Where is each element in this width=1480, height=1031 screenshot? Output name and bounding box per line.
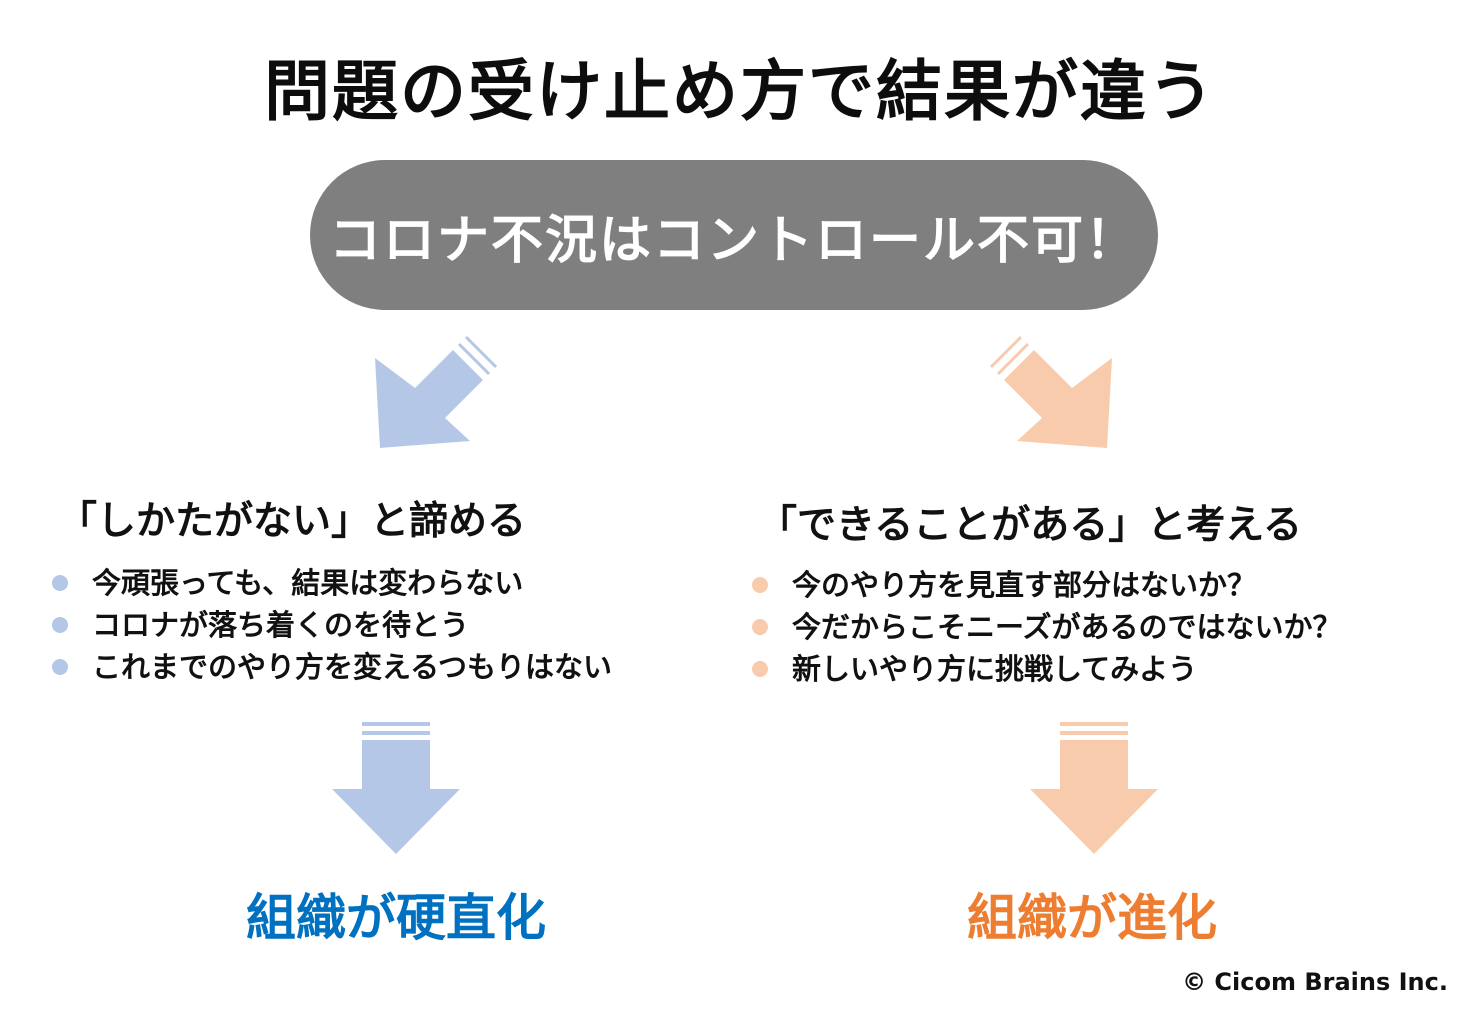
bullet-dot-icon bbox=[52, 617, 68, 633]
down-arrow-left-icon bbox=[332, 722, 460, 854]
premise-text: コロナ不況はコントロール不可！ bbox=[328, 210, 1139, 271]
bullet-dot-icon bbox=[752, 661, 768, 677]
copyright-notice: © Cicom Brains Inc. bbox=[1182, 968, 1448, 996]
diagonal-arrow-down-left-icon bbox=[375, 335, 498, 448]
list-item: 今だからこそニーズがあるのではないか？ bbox=[752, 606, 1342, 648]
diagonal-arrow-down-right-icon bbox=[989, 335, 1112, 448]
bullet-dot-icon bbox=[752, 619, 768, 635]
right-result: 組織が進化 bbox=[967, 889, 1217, 947]
bullet-dot-icon bbox=[52, 575, 68, 591]
premise-banner: コロナ不況はコントロール不可！ bbox=[310, 160, 1158, 310]
down-arrow-right-icon bbox=[1030, 722, 1158, 854]
right-bullet-list: 今のやり方を見直す部分はないか？ 今だからこそニーズがあるのではないか？ 新しい… bbox=[752, 564, 1342, 690]
list-item: 新しいやり方に挑戦してみよう bbox=[752, 648, 1342, 690]
list-item: 今のやり方を見直す部分はないか？ bbox=[752, 564, 1342, 606]
bullet-dot-icon bbox=[752, 577, 768, 593]
right-heading: 「できることがある」と考える bbox=[758, 503, 1303, 548]
list-item: これまでのやり方を変えるつもりはない bbox=[52, 646, 612, 688]
left-result: 組織が硬直化 bbox=[246, 889, 546, 947]
list-item: コロナが落ち着くのを待とう bbox=[52, 604, 612, 646]
left-heading: 「しかたがない」と諦める bbox=[58, 499, 527, 544]
bullet-dot-icon bbox=[52, 659, 68, 675]
left-bullet-list: 今頑張っても、結果は変わらない コロナが落ち着くのを待とう これまでのやり方を変… bbox=[52, 562, 612, 688]
page-title: 問題の受け止め方で結果が違う bbox=[264, 53, 1216, 130]
list-item: 今頑張っても、結果は変わらない bbox=[52, 562, 612, 604]
